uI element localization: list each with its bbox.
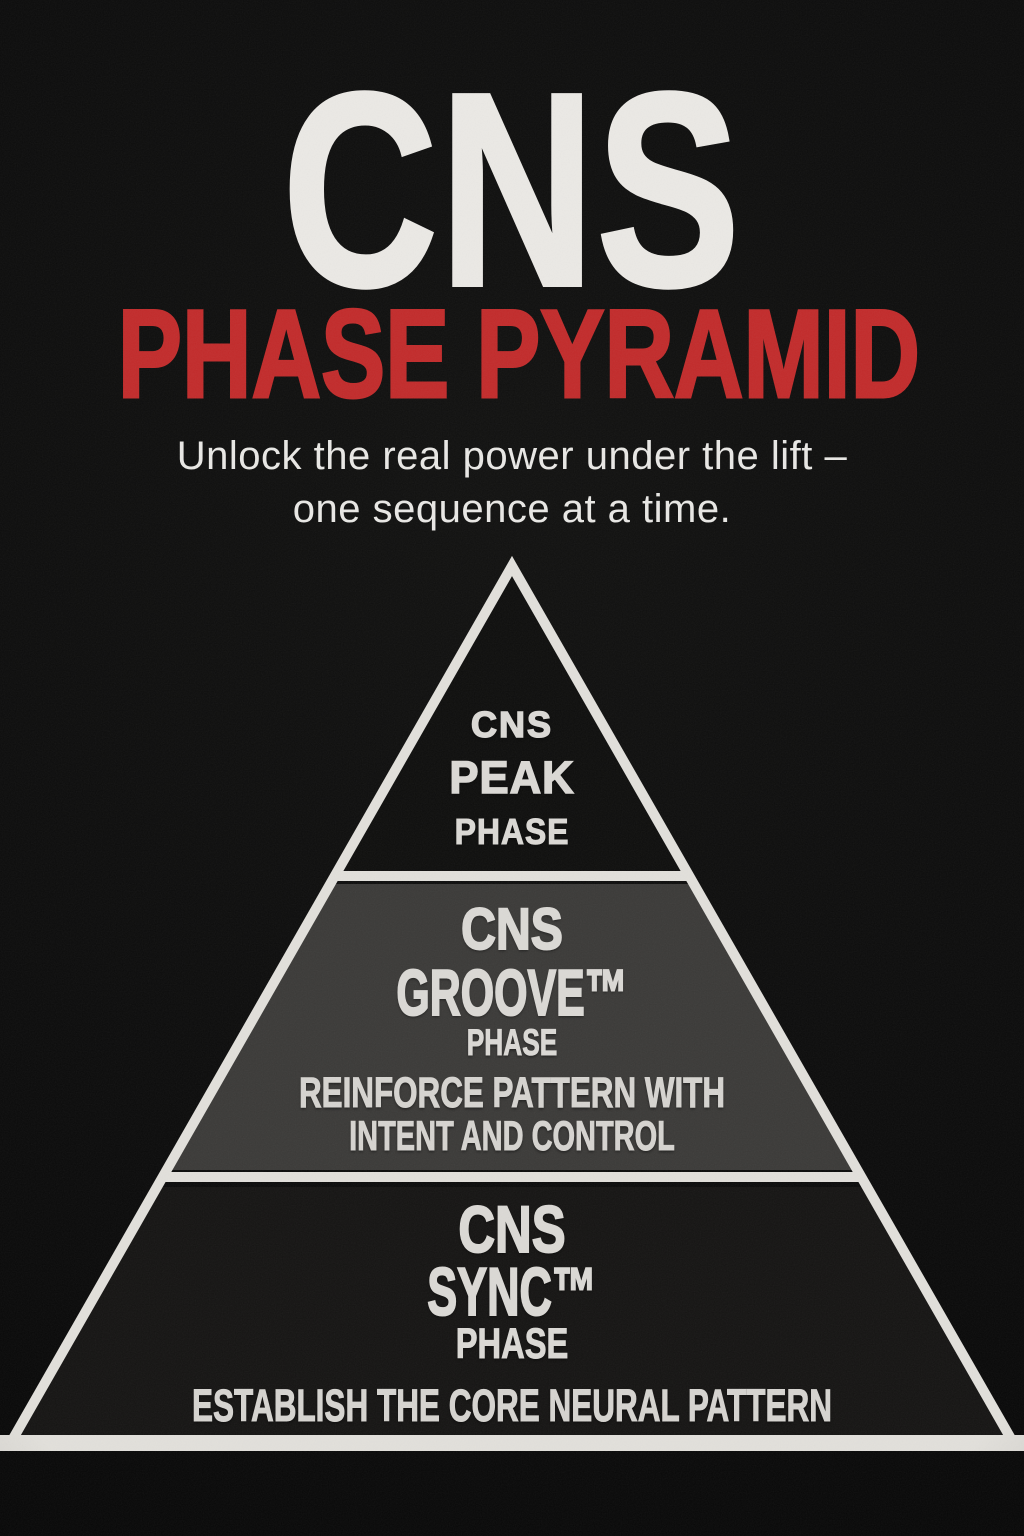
- tier-groove-brand: CNS: [460, 897, 563, 962]
- tagline-line-1: Unlock the real power under the lift –: [176, 434, 848, 478]
- tier-divider-1: [10, 871, 1014, 881]
- tier-sync-brand: CNS: [458, 1192, 567, 1266]
- tier-peak-level: PHASE: [454, 811, 570, 852]
- tier-groove-name: GROOVE™: [396, 956, 629, 1029]
- pyramid-base-line: [0, 1435, 1024, 1451]
- tier-groove-desc-2: INTENT AND CONTROL: [349, 1112, 675, 1159]
- tier-sync-name: SYNC™: [427, 1254, 598, 1330]
- tier-sync-desc-1: ESTABLISH THE CORE NEURAL PATTERN: [192, 1380, 833, 1431]
- tier-peak-name: PEAK: [449, 752, 575, 803]
- tagline-line-2: one sequence at a time.: [292, 487, 732, 531]
- tier-groove-desc-1: REINFORCE PATTERN WITH: [298, 1069, 726, 1117]
- poster-title: PHASE PYRAMID: [117, 285, 922, 424]
- tier-sync-level: PHASE: [455, 1320, 569, 1368]
- tier-groove-level: PHASE: [466, 1022, 558, 1063]
- tier-peak-brand: CNS: [470, 704, 553, 745]
- tier-divider-2: [10, 1172, 1014, 1182]
